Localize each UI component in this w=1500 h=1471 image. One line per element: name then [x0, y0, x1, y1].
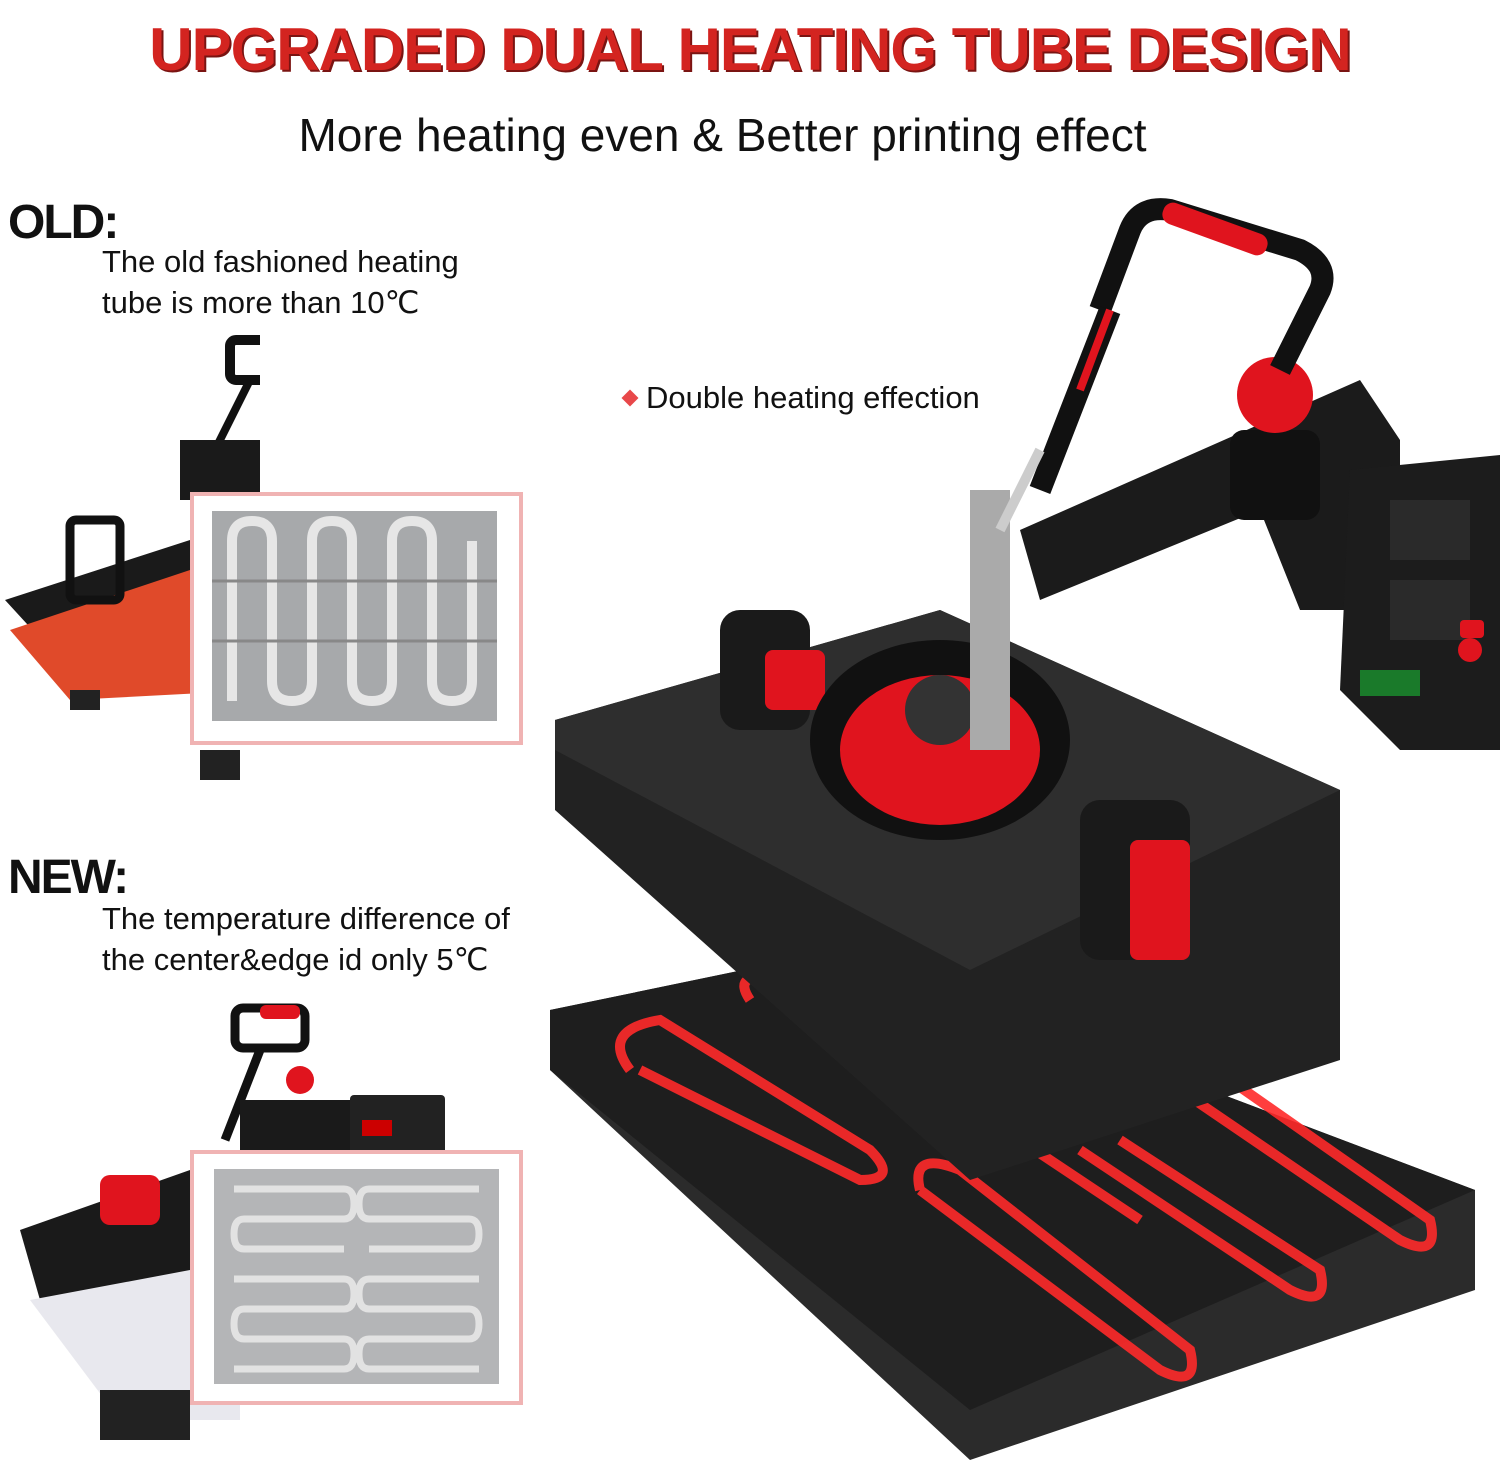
subtitle: More heating even & Better printing effe…: [298, 109, 1147, 161]
old-description-line: The old fashioned heating: [102, 244, 459, 279]
old-heating-tube-image: [212, 511, 497, 721]
old-label: OLD:: [8, 196, 119, 249]
double-heating-callout: Double heating effection: [621, 380, 980, 416]
page-title: UPGRADED DUAL HEATING TUBE DESIGN: [149, 16, 1352, 83]
main-heat-press-image: [550, 198, 1500, 1460]
old-description: The old fashioned heating tube is more t…: [102, 241, 459, 323]
callout-text: Double heating effection: [646, 380, 980, 415]
old-heating-tube-inset: [190, 492, 523, 745]
new-heat-press-image: [20, 1003, 445, 1440]
new-label: NEW:: [8, 851, 129, 904]
old-description-line: tube is more than 10℃: [102, 285, 420, 320]
new-heating-tube-inset: [190, 1150, 523, 1405]
pressure-knob: [1237, 357, 1313, 433]
new-description: The temperature difference of the center…: [102, 898, 510, 980]
new-heating-tube-image: [214, 1169, 499, 1384]
new-description-line: The temperature difference of: [102, 901, 510, 936]
new-description-line: the center&edge id only 5℃: [102, 942, 489, 977]
